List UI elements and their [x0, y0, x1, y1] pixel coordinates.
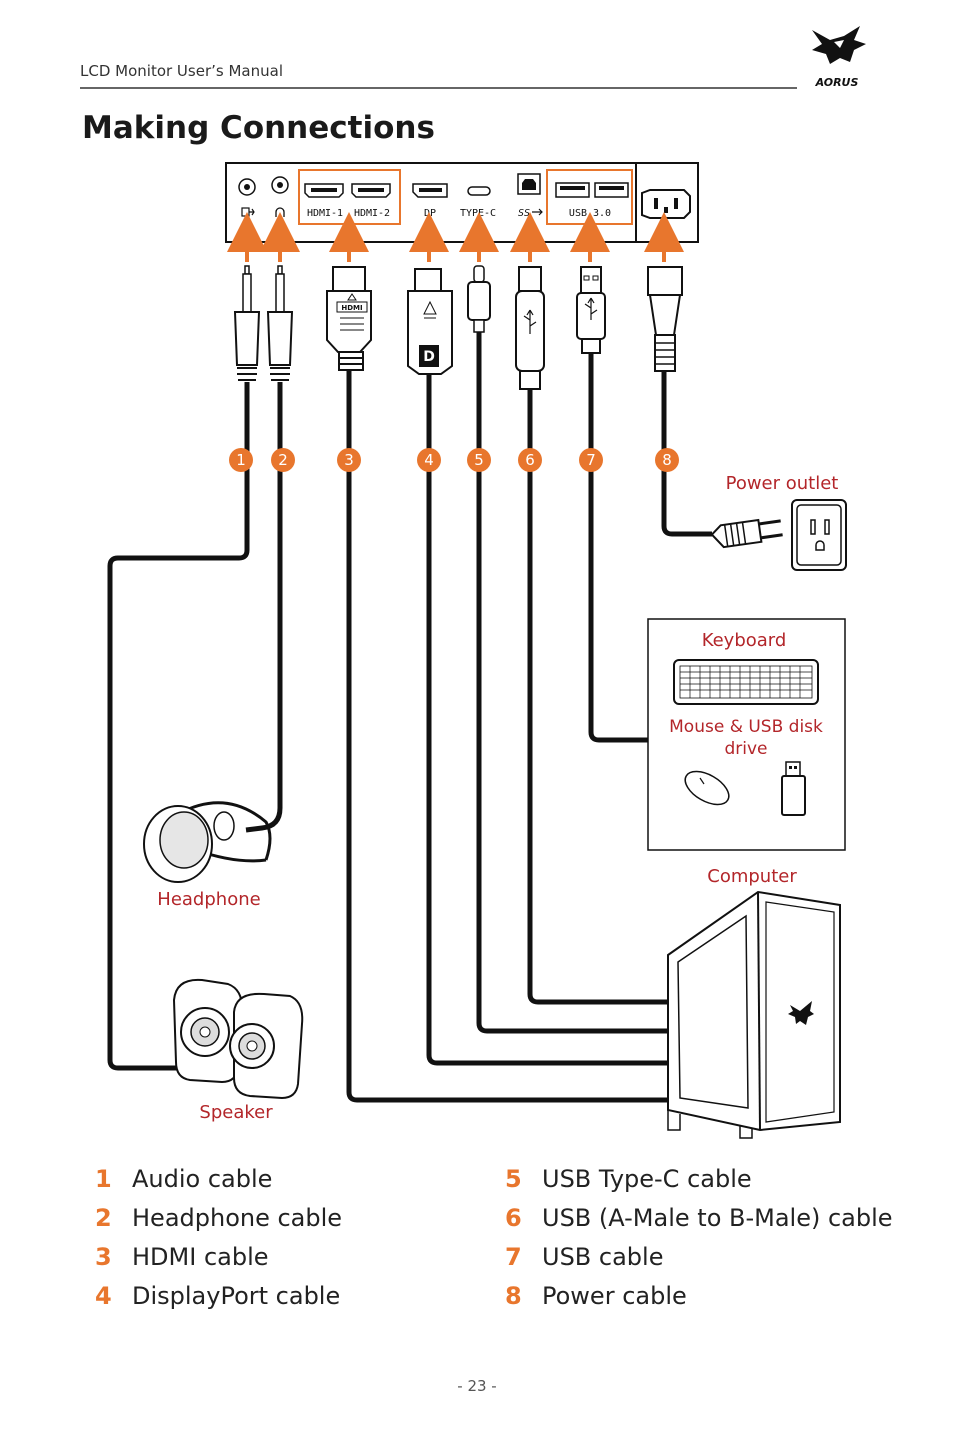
legend-number: 3: [95, 1243, 112, 1271]
legend-label: HDMI cable: [132, 1243, 269, 1271]
headphone-port: [271, 176, 289, 217]
page-number: - 23 -: [457, 1377, 497, 1395]
cable-7-usb: [588, 353, 648, 743]
legend-item: 5 USB Type-C cable: [505, 1160, 893, 1199]
number-markers: 1 2 3 4 5 6 7 8: [229, 448, 679, 472]
legend-left-column: 1 Audio cable 2 Headphone cable 3 HDMI cabl…: [95, 1160, 342, 1316]
legend-item: 7 USB cable: [505, 1238, 893, 1277]
header-rule: [80, 87, 797, 89]
port-label-hdmi-1: HDMI-1: [307, 208, 343, 219]
wall-socket-icon: [791, 499, 847, 571]
cable-4-displayport: [426, 374, 672, 1066]
legend-number: 5: [505, 1165, 522, 1193]
port-label-hdmi-2: HDMI-2: [354, 208, 390, 219]
usb-a-trident-icon: [584, 297, 598, 320]
usb-a-port-2: [594, 182, 629, 198]
connection-arrows: [227, 212, 684, 262]
power-outlet-device: [710, 499, 847, 571]
peripherals-box: [647, 618, 846, 851]
cable-8-power: [661, 371, 712, 537]
port-label-usb-3-0: USB 3.0: [569, 208, 611, 219]
headphone-device: [143, 801, 272, 883]
legend-label: Power cable: [542, 1282, 687, 1310]
marker-1: 1: [236, 451, 246, 469]
speaker-device: [172, 978, 304, 1100]
label-headphone: Headphone: [157, 889, 260, 910]
page-title: Making Connections: [82, 110, 435, 146]
usb-b-upstream-port: [517, 173, 541, 195]
port-label-superspeed: SS: [518, 208, 530, 219]
label-computer: Computer: [707, 866, 797, 887]
computer-tower-device: [667, 890, 841, 1139]
connection-diagram: HDMI-1 HDMI-2 DP TYPE-C SS USB 3.0: [107, 162, 847, 1139]
power-plug: [647, 266, 683, 372]
usb-b-trident-icon: [523, 309, 537, 334]
headphone-plug: [266, 265, 294, 381]
hdmi-plug: HDMI: [326, 266, 372, 371]
keyboard-icon: [673, 659, 819, 705]
legend-number: 6: [505, 1204, 522, 1232]
legend-number: 7: [505, 1243, 522, 1271]
port-label-type-c: TYPE-C: [460, 208, 496, 219]
aorus-logo-icon: AORUS: [812, 26, 866, 89]
legend-right-column: 5 USB Type-C cable 6 USB (A-Male to B-Male…: [505, 1160, 893, 1316]
cable-2-headphone: [245, 382, 283, 833]
legend-item: 8 Power cable: [505, 1277, 893, 1316]
legend-item: 2 Headphone cable: [95, 1199, 342, 1238]
legend-item: 3 HDMI cable: [95, 1238, 342, 1277]
hdmi-1-port: [304, 183, 344, 198]
marker-8: 8: [662, 451, 672, 469]
legend-label: USB Type-C cable: [542, 1165, 752, 1193]
cable-3-hdmi: [346, 370, 668, 1103]
marker-5: 5: [474, 451, 484, 469]
usb-type-c-port: [467, 186, 491, 196]
hdmi-logo-text: HDMI: [341, 304, 362, 312]
legend-label: USB cable: [542, 1243, 664, 1271]
legend-item: 1 Audio cable: [95, 1160, 342, 1199]
legend-number: 2: [95, 1204, 112, 1232]
marker-4: 4: [424, 451, 434, 469]
marker-2: 2: [278, 451, 288, 469]
label-power-outlet: Power outlet: [726, 473, 839, 494]
legend-number: 4: [95, 1282, 112, 1310]
usb-b-plug: [515, 266, 545, 390]
label-mouse-usb-disk-drive: Mouse & USB disk drive: [669, 717, 823, 759]
hdmi-2-port: [351, 183, 391, 198]
wall-plug-icon: [710, 518, 783, 549]
monitor-io-panel: HDMI-1 HDMI-2 DP TYPE-C SS USB 3.0: [225, 162, 699, 243]
usb-a-plug: [576, 266, 606, 354]
cable-lines: [107, 332, 712, 1103]
audio-plug: [233, 265, 261, 381]
usb-disk-drive-icon: [781, 761, 806, 816]
marker-6: 6: [525, 451, 535, 469]
label-speaker: Speaker: [199, 1102, 273, 1123]
legend-label: USB (A-Male to B-Male) cable: [542, 1204, 893, 1232]
aorus-case-logo-icon: [788, 1001, 814, 1025]
marker-7: 7: [586, 451, 596, 469]
legend-label: Audio cable: [132, 1165, 273, 1193]
cable-6-usb-b: [527, 389, 678, 1005]
brand-wordmark: AORUS: [815, 76, 859, 89]
legend-number: 8: [505, 1282, 522, 1310]
legend-item: 6 USB (A-Male to B-Male) cable: [505, 1199, 893, 1238]
displayport-plug: D: [407, 268, 453, 375]
headphone-icon: [275, 207, 285, 217]
mouse-icon: [684, 770, 730, 806]
legend-label: Headphone cable: [132, 1204, 343, 1232]
displayport-logo-text: D: [423, 349, 435, 365]
cable-5-usb-type-c: [476, 332, 676, 1034]
port-label-dp: DP: [424, 208, 436, 219]
cable-1-audio: [107, 382, 250, 1071]
manual-title: LCD Monitor User’s Manual: [80, 62, 283, 80]
legend-number: 1: [95, 1165, 112, 1193]
label-keyboard: Keyboard: [702, 630, 787, 651]
usb-type-c-plug: [467, 265, 491, 333]
legend-item: 4 DisplayPort cable: [95, 1277, 342, 1316]
legend-label: DisplayPort cable: [132, 1282, 341, 1310]
usb-a-port-1: [555, 182, 590, 198]
displayport-port: [412, 183, 448, 198]
marker-3: 3: [344, 451, 354, 469]
